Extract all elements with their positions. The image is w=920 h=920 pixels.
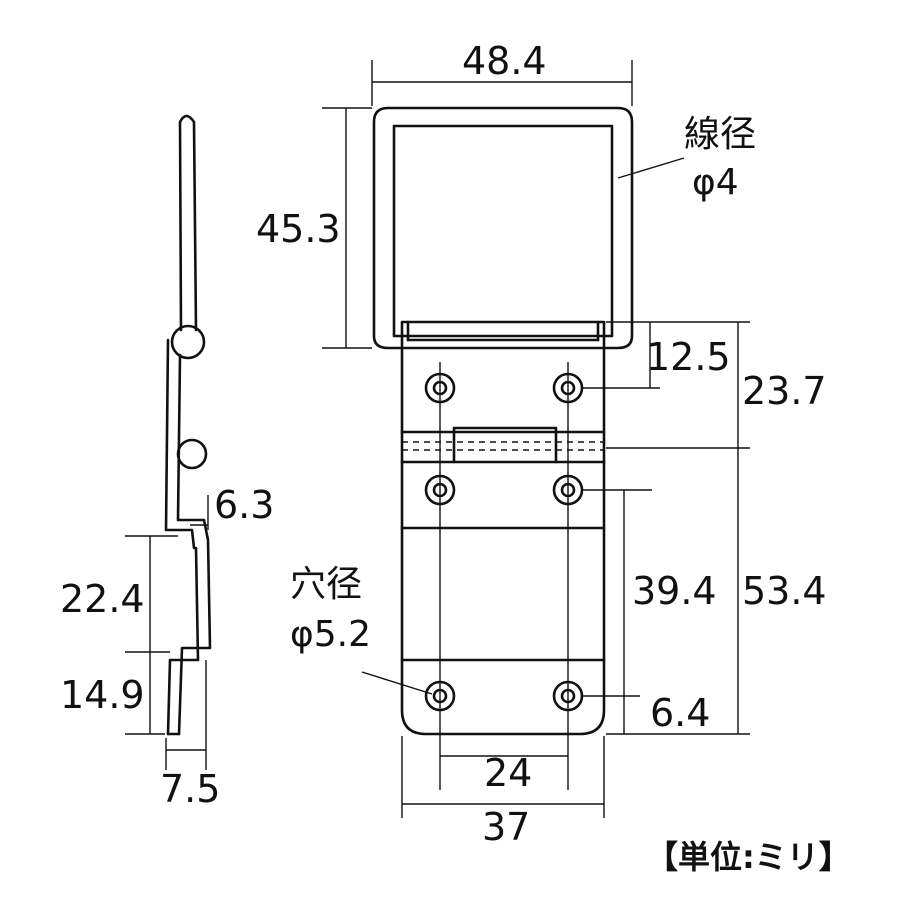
dim-upper-plate: 23.7 xyxy=(742,369,827,413)
dim-plate-width: 37 xyxy=(482,805,530,849)
dim-side-height-lower: 14.9 xyxy=(60,673,145,717)
wire-diameter-value: φ4 xyxy=(692,162,739,203)
dim-hinge-to-hole: 12.5 xyxy=(646,335,731,379)
dim-hole-pitch-horizontal: 24 xyxy=(484,751,532,795)
front-dimensions: 48.4 45.3 12.5 23.7 53.4 39.4 6.4 24 37 xyxy=(256,39,827,849)
hinge-plate xyxy=(400,320,606,736)
wire-diameter-label: 線径 xyxy=(684,114,756,155)
wire-ring xyxy=(372,106,634,350)
side-view xyxy=(164,114,212,736)
front-view xyxy=(372,106,634,790)
hole-diameter-label: 穴径 xyxy=(290,564,362,605)
side-dimensions: 6.3 22.4 14.9 7.5 xyxy=(60,483,274,811)
hole-diameter-value: φ5.2 xyxy=(290,614,371,655)
dim-side-height-upper: 22.4 xyxy=(60,577,145,621)
dim-hole-to-bottom: 6.4 xyxy=(650,691,710,735)
annotations: 線径 φ4 穴径 φ5.2 【単位:ミリ】 xyxy=(290,114,851,876)
dim-side-offset: 6.3 xyxy=(214,483,274,527)
dim-hole-pitch-vertical: 39.4 xyxy=(632,569,717,613)
dim-ring-width: 48.4 xyxy=(462,39,547,83)
dim-ring-height: 45.3 xyxy=(256,207,341,251)
unit-label: 【単位:ミリ】 xyxy=(646,838,851,876)
dim-lower-plate-total: 53.4 xyxy=(742,569,827,613)
dim-side-thickness: 7.5 xyxy=(160,767,220,811)
